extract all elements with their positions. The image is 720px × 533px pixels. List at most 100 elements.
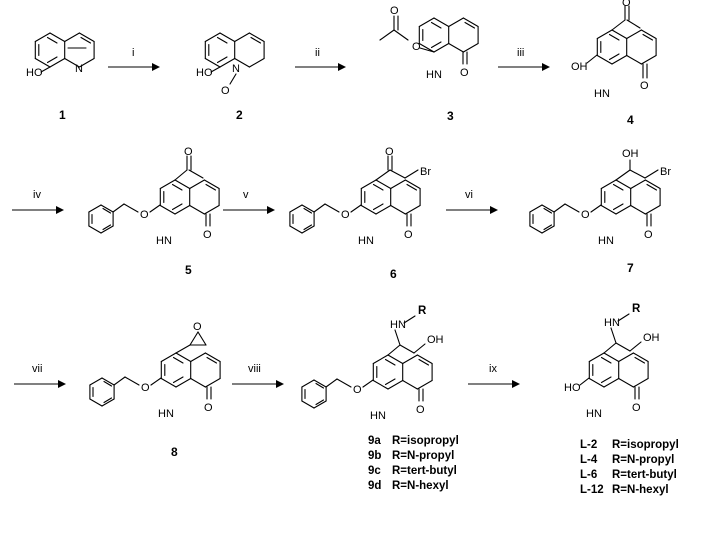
compound-number: 2 [236, 108, 243, 122]
compound-L: HN R OH HO HN O L-2 R=isopropyl L-4 R=N-… [564, 303, 679, 496]
atom-label: O [640, 80, 649, 92]
svg-text:R=N-hexyl: R=N-hexyl [612, 484, 669, 496]
list-item: 9c R=tert-butyl [368, 465, 457, 477]
step-label: iv [33, 189, 41, 201]
step-arrow: vii [14, 363, 66, 388]
atom-label: HN [604, 317, 620, 329]
atom-label: O [204, 402, 213, 414]
compound-8: O O HN O 8 [89, 321, 221, 459]
step-arrow: iii [498, 47, 550, 71]
atom-label: HN [156, 235, 172, 247]
step-label: vii [32, 363, 42, 375]
list-item: L-2 R=isopropyl [580, 439, 679, 451]
atom-label: HN [586, 408, 602, 420]
atom-label: O [203, 229, 212, 241]
compound-number: 5 [185, 263, 192, 277]
atom-label: O [390, 5, 399, 17]
series-9-list: 9a R=isopropyl 9b R=N-propyl 9c R=tert-b… [368, 435, 459, 492]
list-item: L-6 R=tert-butyl [580, 469, 677, 481]
step-label: viii [248, 363, 261, 375]
atom-label: OH [427, 334, 444, 346]
svg-text:R=N-propyl: R=N-propyl [392, 450, 454, 462]
step-arrow: iv [12, 189, 64, 214]
step-arrow: viii [232, 363, 284, 388]
atom-label: N [232, 63, 240, 75]
step-arrow: i [108, 47, 160, 71]
compound-number: 4 [627, 113, 634, 127]
atom-label: O [460, 67, 469, 79]
list-item: L-12 R=N-hexyl [580, 484, 669, 496]
atom-label: O [622, 0, 631, 9]
series-L-list: L-2 R=isopropyl L-4 R=N-propyl L-6 R=ter… [580, 439, 679, 496]
atom-label: HN [598, 235, 614, 247]
step-label: vi [465, 189, 473, 201]
atom-label: HN [370, 410, 386, 422]
list-item: L-4 R=N-propyl [580, 454, 674, 466]
list-item: 9b R=N-propyl [368, 450, 454, 462]
atom-label: O [221, 85, 230, 97]
atom-label: O [141, 382, 150, 394]
compound-2: HO N O 2 [196, 32, 265, 122]
atom-label: HO [26, 67, 43, 79]
atom-label: O [581, 209, 590, 221]
atom-label: HN [390, 319, 406, 331]
list-item: 9d R=N-hexyl [368, 480, 449, 492]
compound-number: 3 [447, 109, 454, 123]
atom-label: R [418, 305, 427, 317]
atom-label: HO [564, 382, 581, 394]
svg-text:R=tert-butyl: R=tert-butyl [392, 465, 457, 477]
atom-label: OH [622, 148, 639, 160]
compound-4: O OH HN O 4 [571, 0, 657, 127]
compound-7: OH Br O HN O 7 [529, 148, 671, 275]
svg-text:R=isopropyl: R=isopropyl [612, 439, 679, 451]
atom-label: O [404, 229, 413, 241]
svg-text:R=N-hexyl: R=N-hexyl [392, 480, 449, 492]
svg-text:R=tert-butyl: R=tert-butyl [612, 469, 677, 481]
atom-label: O [644, 229, 653, 241]
atom-label: O [140, 209, 149, 221]
atom-label: HO [196, 67, 213, 79]
step-arrow: vi [446, 189, 498, 214]
atom-label: HN [426, 69, 442, 81]
atom-label: O [412, 41, 421, 53]
atom-label: Br [420, 166, 431, 178]
svg-text:R=N-propyl: R=N-propyl [612, 454, 674, 466]
compound-5: O O HN O 5 [88, 146, 220, 277]
atom-label: O [353, 384, 362, 396]
svg-text:R=isopropyl: R=isopropyl [392, 435, 459, 447]
compound-1: HO N 1 [26, 32, 95, 122]
step-label: v [243, 189, 249, 201]
svg-text:9d: 9d [368, 480, 381, 492]
atom-label: O [184, 146, 193, 158]
svg-text:9b: 9b [368, 450, 381, 462]
svg-text:L-6: L-6 [580, 469, 597, 481]
compound-3: O O HN O 3 [379, 5, 479, 123]
compound-number: 8 [171, 445, 178, 459]
svg-text:L-4: L-4 [580, 454, 598, 466]
atom-label: Br [660, 166, 671, 178]
compound-number: 6 [390, 267, 397, 281]
svg-text:9a: 9a [368, 435, 381, 447]
step-label: ix [489, 363, 497, 375]
svg-text:L-12: L-12 [580, 484, 604, 496]
step-arrow: ii [295, 47, 346, 71]
svg-text:L-2: L-2 [580, 439, 597, 451]
step-label: ii [315, 47, 320, 59]
svg-text:9c: 9c [368, 465, 381, 477]
step-label: i [132, 47, 134, 59]
atom-label: O [193, 321, 202, 333]
compound-number: 7 [627, 261, 634, 275]
compound-9: HN R OH O HN O 9a R=isopropyl 9b R=N-pro… [301, 305, 459, 492]
compound-number: 1 [59, 108, 66, 122]
atom-label: HN [358, 235, 374, 247]
list-item: 9a R=isopropyl [368, 435, 459, 447]
atom-label: OH [571, 61, 588, 73]
atom-label: O [632, 402, 641, 414]
atom-label: O [341, 209, 350, 221]
step-arrow: v [223, 189, 275, 214]
atom-label: HN [158, 408, 174, 420]
atom-label: HN [594, 88, 610, 100]
step-arrow: ix [468, 363, 520, 388]
atom-label: O [385, 146, 394, 158]
